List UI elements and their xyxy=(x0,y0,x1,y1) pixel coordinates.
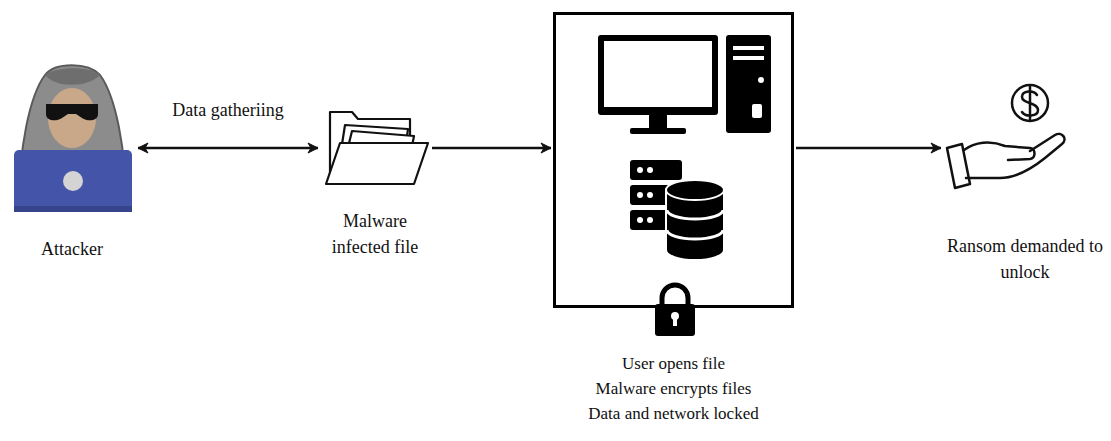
hacker-icon xyxy=(14,65,132,212)
folder-icon xyxy=(326,112,428,184)
ransom-node: Ransom demanded to unlock xyxy=(943,80,1107,285)
connector-arrow xyxy=(138,147,318,150)
text-group: Ransom demanded to unlock xyxy=(943,233,1107,285)
database-icon xyxy=(630,160,724,260)
node-label: Attacker xyxy=(41,236,103,262)
connector-arrow xyxy=(796,147,941,150)
node-label: Malware infected file xyxy=(320,208,430,260)
node-label: Data and network locked xyxy=(588,401,758,426)
connector-arrow xyxy=(432,147,551,150)
node-label: Malware encrypts files xyxy=(596,376,752,401)
system-box: User opens fileMalware encrypts filesDat… xyxy=(553,12,794,308)
text-group: Malware infected file xyxy=(320,208,430,260)
text-group: User opens fileMalware encrypts filesDat… xyxy=(588,351,758,426)
node-label: Ransom demanded to unlock xyxy=(943,233,1107,285)
computer-icon xyxy=(598,35,771,134)
file-node: Malware infected file xyxy=(320,95,430,260)
node-label: User opens file xyxy=(622,351,725,376)
attacker-node: Attacker xyxy=(8,60,136,262)
edge-label: Data gatheriing xyxy=(169,98,286,122)
text-group: Attacker xyxy=(8,236,136,262)
lock-icon xyxy=(655,285,695,336)
ransom-hand-icon xyxy=(947,85,1064,188)
